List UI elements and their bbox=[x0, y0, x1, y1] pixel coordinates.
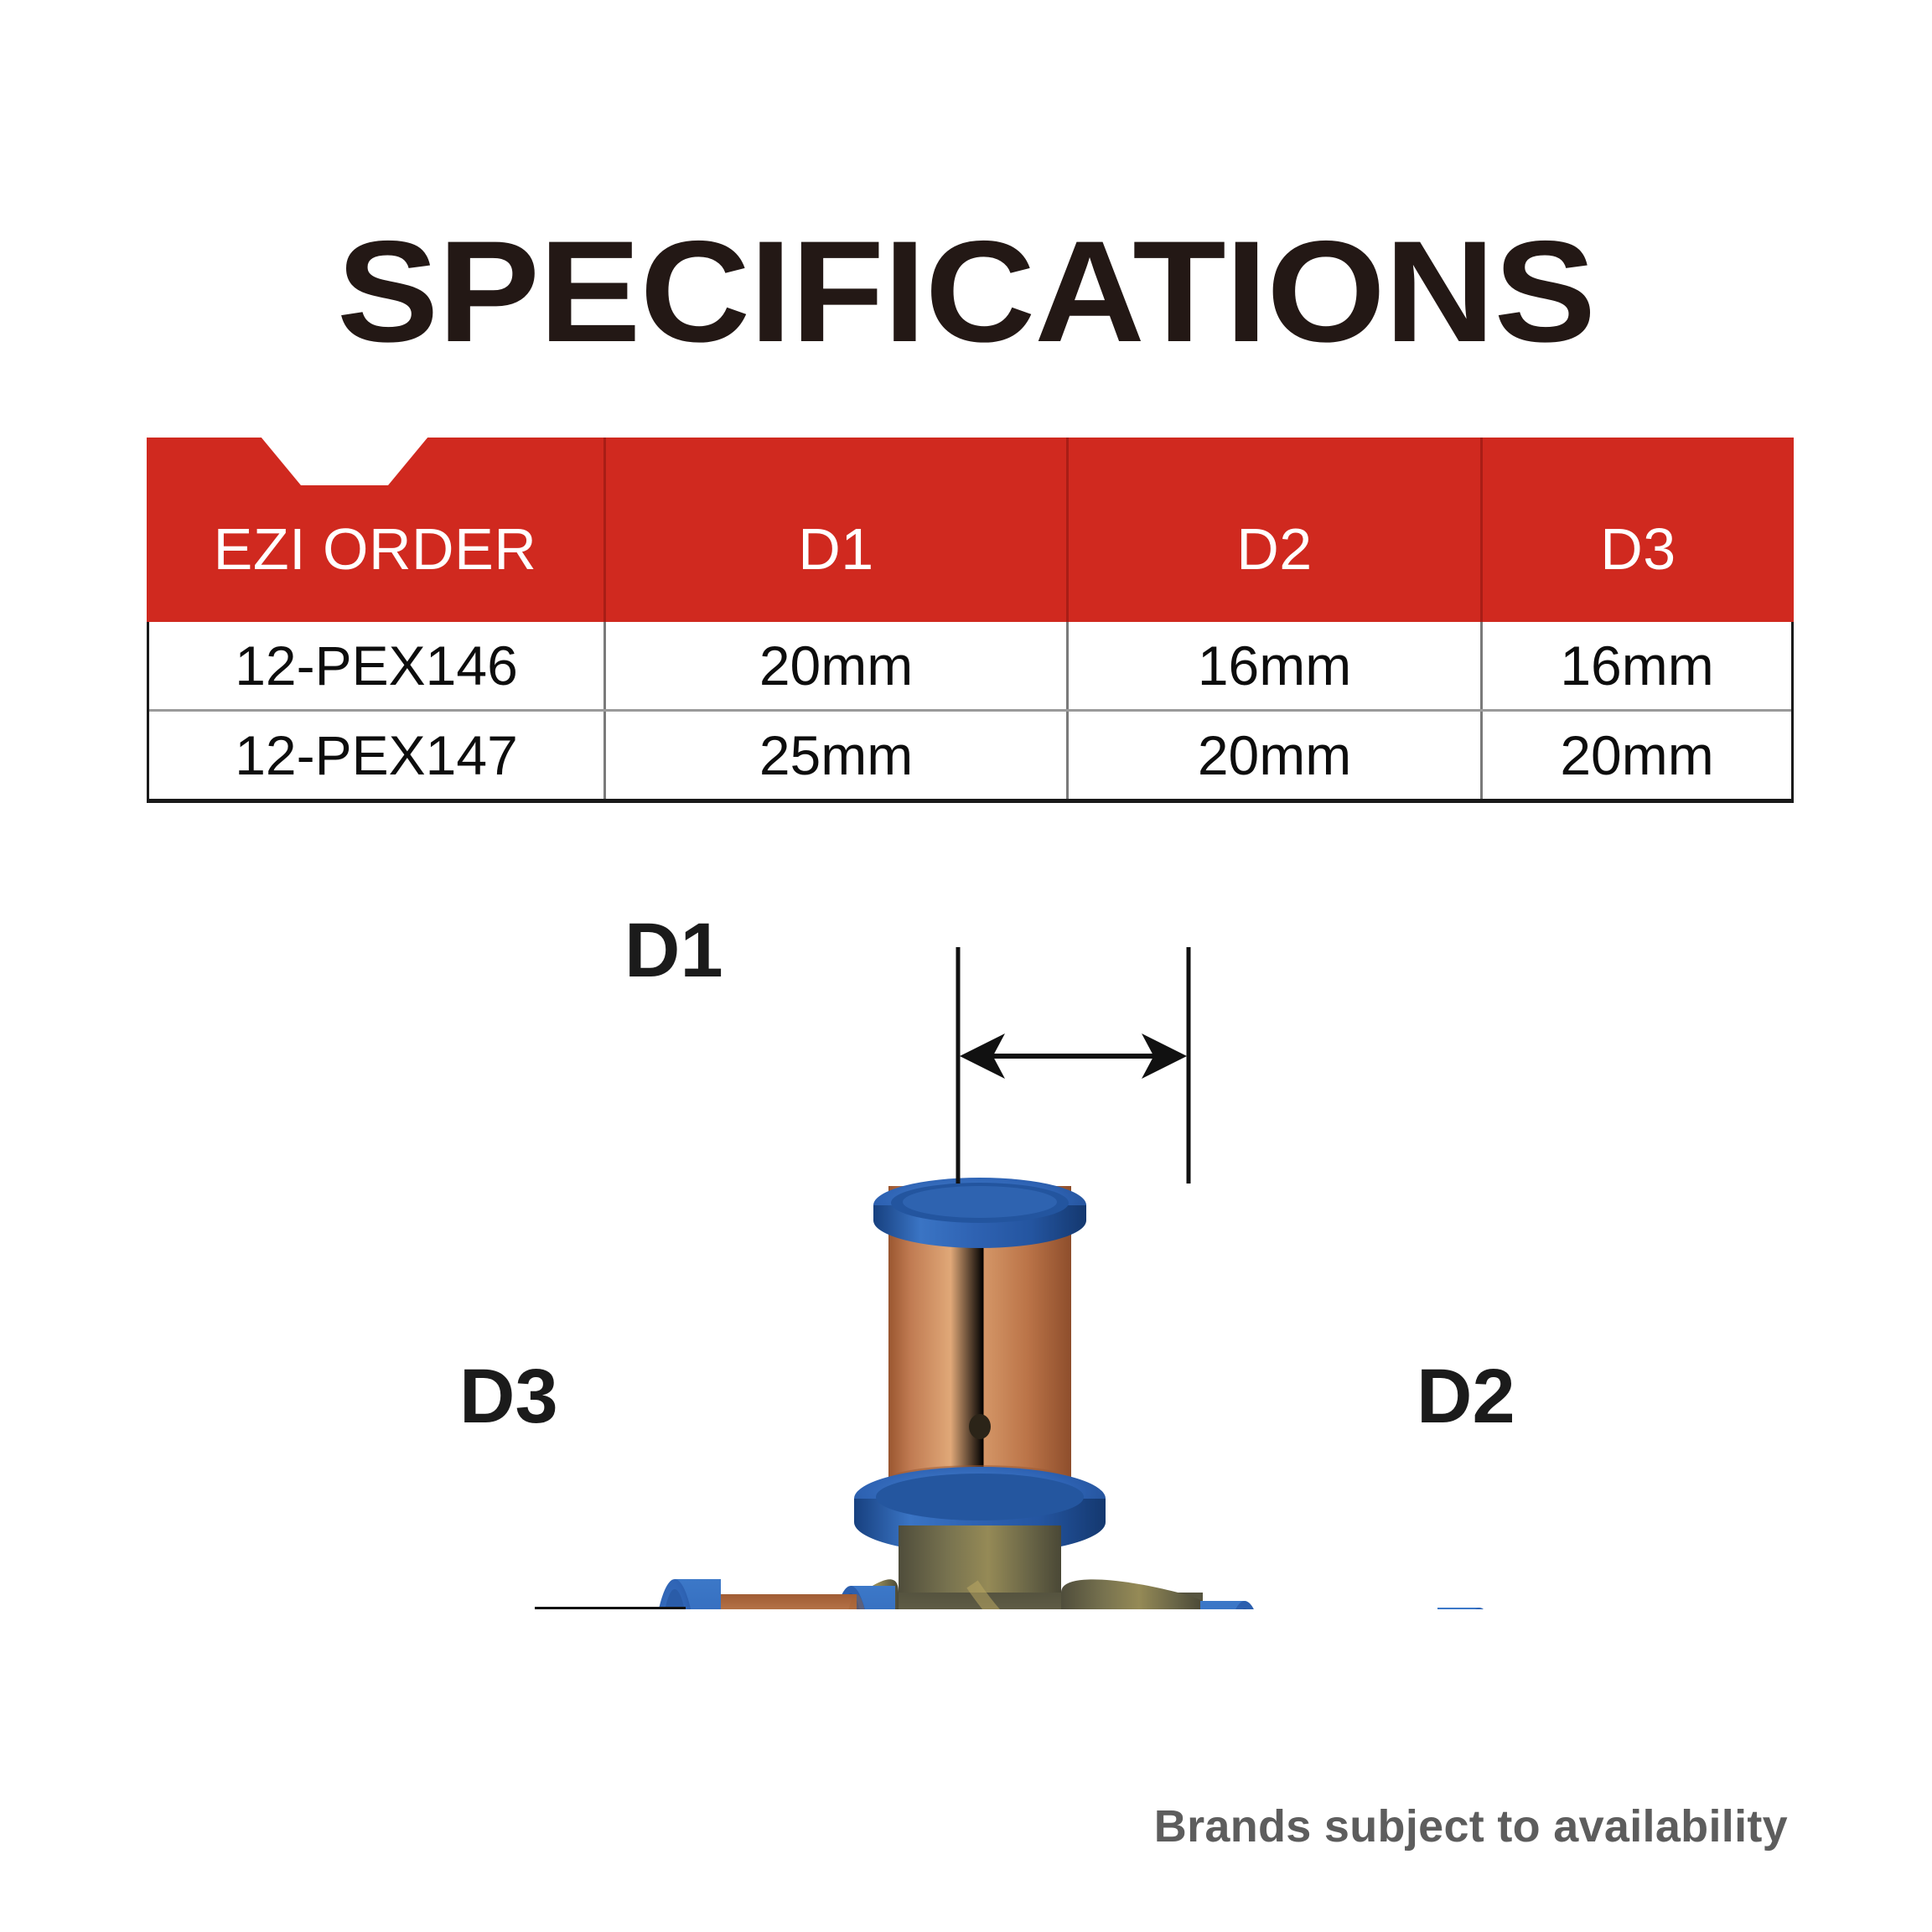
table-body: 12-PEX146 20mm 16mm 16mm 12-PEX147 25mm … bbox=[147, 622, 1794, 803]
right-inner-collar bbox=[1200, 1601, 1270, 1846]
left-arm bbox=[649, 1579, 895, 1861]
specifications-table: EZI ORDER D1 D2 D3 12-PEX146 20mm 16mm 1… bbox=[147, 437, 1794, 803]
cell-ezi-order: 12-PEX146 bbox=[235, 635, 518, 697]
dimension-label-d2: D2 bbox=[1417, 1354, 1515, 1439]
cell-d3: 20mm bbox=[1480, 712, 1791, 799]
body-center-brass bbox=[851, 1525, 1203, 1844]
table-row: 12-PEX146 20mm 16mm 16mm bbox=[149, 622, 1791, 709]
cell-d3: 16mm bbox=[1480, 622, 1791, 709]
inspection-hole-top bbox=[969, 1414, 991, 1439]
right-outer-collar bbox=[1437, 1608, 1505, 1844]
page-title: SPECIFICATIONS bbox=[336, 211, 1596, 372]
cell-d1: 20mm bbox=[603, 622, 1066, 709]
cell-d1: 25mm bbox=[603, 712, 1066, 799]
table-header-row: EZI ORDER D1 D2 D3 bbox=[147, 437, 1794, 622]
dimension-label-d3: D3 bbox=[459, 1354, 558, 1439]
column-header-d2: D2 bbox=[1066, 438, 1480, 622]
column-header-ezi-order: EZI ORDER bbox=[213, 516, 537, 582]
cell-ezi-order: 12-PEX147 bbox=[235, 724, 518, 786]
left-outer-collar bbox=[649, 1579, 721, 1861]
table-row: 12-PEX147 25mm 20mm 20mm bbox=[149, 709, 1791, 799]
top-collar-ring bbox=[873, 1178, 1086, 1248]
dimension-label-d1: D1 bbox=[624, 908, 723, 993]
column-header-d1: D1 bbox=[603, 438, 1066, 622]
right-arm bbox=[1200, 1601, 1505, 1846]
cell-d2: 20mm bbox=[1066, 712, 1480, 799]
cell-d2: 16mm bbox=[1066, 622, 1480, 709]
availability-note: Brands subject to availability bbox=[1153, 1801, 1788, 1852]
dimension-d1 bbox=[956, 947, 1191, 1184]
column-header-d3: D3 bbox=[1480, 438, 1794, 622]
